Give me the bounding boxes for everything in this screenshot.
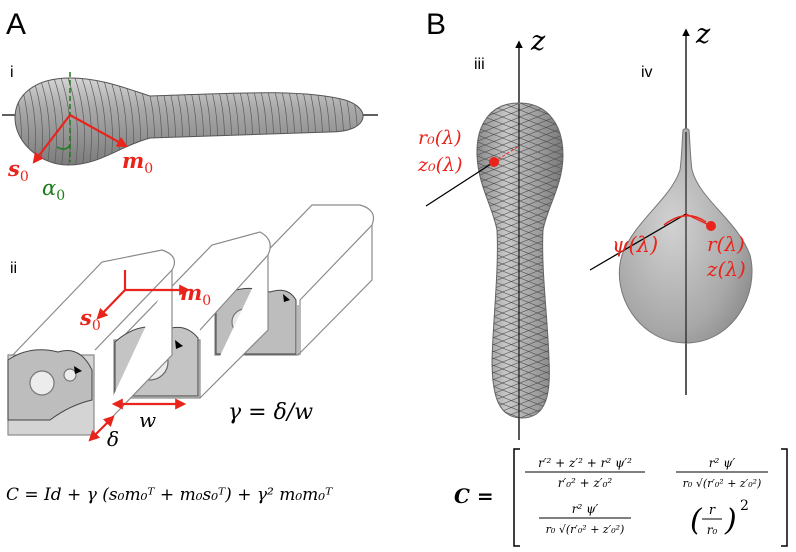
r0-label: r₀(λ) [418,127,462,149]
alpha0-label: α0 [42,176,65,204]
z0-label: z₀(λ) [417,154,463,176]
m11-denominator: r′₀² + z′₀² [558,476,613,490]
w-label: w [139,408,156,432]
fiber-line [0,70,7,170]
subpanel-ii-label: ii [10,260,17,277]
panel-b-letter: B [426,8,446,41]
m22-paren-right: ) [724,503,737,538]
fiber-line [470,419,570,459]
delta-arrow [88,415,115,442]
r-label: r(λ) [707,232,745,256]
m21-denominator: r₀ √(r′₀² + z′₀²) [546,523,625,536]
fiber-line [470,20,570,60]
fiber-block-1 [7,249,175,436]
fiber-line [476,145,563,187]
fiber-line [470,48,570,88]
z-label-iii: z [530,26,546,57]
fiber-line [470,62,570,102]
delta-label: δ [107,427,119,451]
point-iv [706,221,716,231]
radius-line-iii [425,161,495,207]
fiber-line [470,55,570,95]
m21-numerator: r² ψ′ [572,502,599,516]
fiber-line [387,70,399,170]
panel-a-letter: A [6,8,26,41]
subpanel-iv-label: iv [641,64,653,81]
psi-arc [663,215,707,226]
c-matrix-equation: C = r′² + z′² + r² ψ′² r′₀² + z′₀² r² ψ′… [454,448,788,547]
radius-line-iv [589,213,687,271]
cell-shape-i [0,70,406,170]
fiber-line [366,70,378,170]
c-matrix-lhs: C = [454,484,494,508]
m0-vector [69,114,128,148]
fiber-line [85,78,99,165]
s0-label: s0 [7,156,29,185]
fiber-line [470,27,570,67]
psi-label: ψ(λ) [612,233,658,257]
fiber-blocks [7,204,375,436]
fiber-line [373,70,385,170]
fiber-line [470,27,570,67]
fiber-line [476,117,563,159]
m22-denominator: r₀ [707,523,718,537]
fiber-line [470,20,570,60]
fiber-line [470,55,570,95]
z-lambda-label: z(λ) [706,257,746,281]
fiber-line [2,70,14,170]
fiber-line [470,48,570,88]
fiber-line [380,70,392,170]
fiber-line [470,41,570,81]
m22-exponent: 2 [740,498,749,514]
m22-numerator: r [709,503,716,518]
fiber-line [476,138,563,180]
fiber-line [50,78,64,165]
angle-arc [56,144,71,150]
m0-label: m0 [122,148,153,177]
bracket-left [513,448,520,547]
bracket-right [781,448,788,547]
fiber-line [78,78,92,165]
s0-label-ii: s0 [79,305,101,334]
fiber-line [470,34,570,74]
m22-paren-left: ( [690,503,703,538]
subpanel-i-label: i [10,64,14,81]
z-label-iv: z [695,19,711,50]
fiber-line [470,34,570,74]
m0-label-ii: m0 [180,280,211,309]
fiber-line [476,131,563,173]
fiber-line [476,103,563,131]
subpanel-iii-label: iii [474,56,485,73]
fiber-line [470,62,570,102]
c-equation-a: C = Id + γ (s₀m₀ᵀ + m₀s₀ᵀ) + γ² m₀m₀ᵀ [6,485,333,505]
fiber-line [71,78,85,165]
m12-numerator: r² ψ′ [709,456,736,470]
gamma-equation: γ = δ/w [228,400,313,425]
fiber-line [476,152,563,194]
fiber-line [470,41,570,81]
fiber-line [470,419,570,459]
m11-numerator: r′² + z′² + r² ψ′² [538,456,632,470]
s0-arrow-ii [96,289,126,320]
cell-shape-iii [470,20,570,459]
m12-denominator: r₀ √(r′₀² + z′₀²) [683,477,762,490]
fiber-line [476,124,563,166]
point-iii [489,157,499,167]
fiber-line [394,70,406,170]
s0-vector [32,114,71,164]
